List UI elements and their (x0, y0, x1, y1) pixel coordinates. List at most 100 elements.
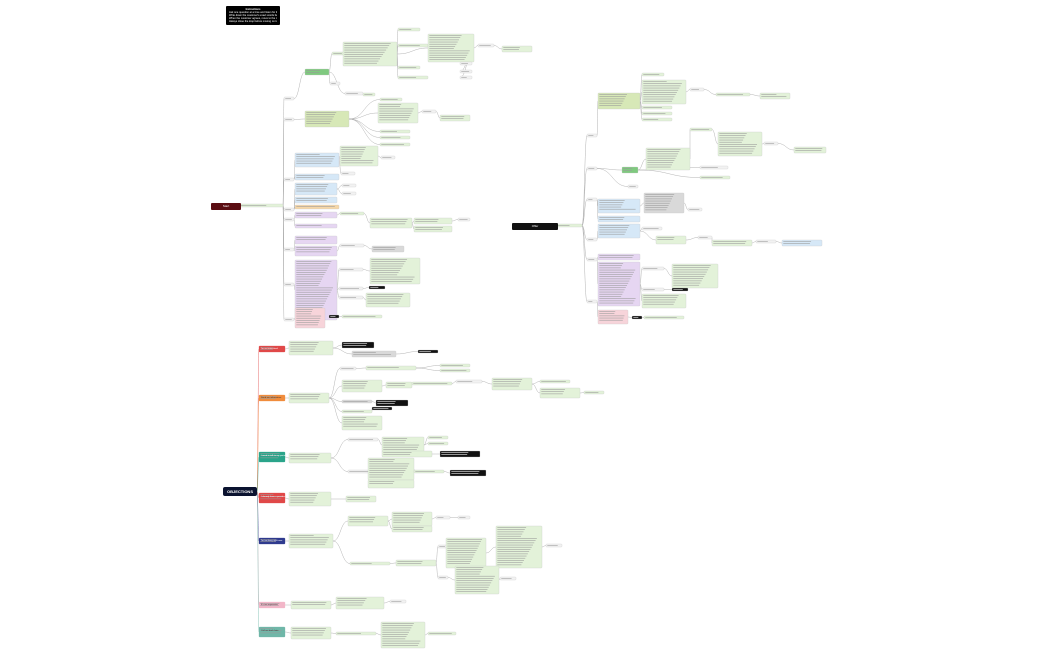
map-node-118[interactable] (288, 340, 334, 356)
map-node-54[interactable] (371, 245, 405, 253)
connector (775, 241, 783, 244)
map-node-145[interactable] (381, 450, 433, 458)
map-node-10[interactable] (304, 68, 330, 76)
map-node-77[interactable] (759, 92, 791, 100)
map-node-155[interactable] (347, 515, 389, 527)
map-node-108[interactable] (597, 309, 629, 325)
node-text-line (623, 170, 632, 171)
node-text-line (599, 274, 633, 275)
node-text-line (260, 539, 277, 540)
connector (435, 546, 439, 564)
node-text-line (290, 344, 318, 345)
map-node-34[interactable] (294, 152, 340, 168)
map-node-120[interactable] (351, 350, 397, 358)
connector (751, 241, 757, 244)
map-node-113[interactable] (258, 451, 286, 463)
map-node-102[interactable] (597, 261, 641, 307)
map-node-38[interactable] (294, 173, 340, 181)
map-node-94[interactable] (597, 223, 641, 239)
map-node-140[interactable] (288, 452, 332, 464)
map-node-47[interactable] (413, 217, 453, 225)
map-node-30[interactable] (439, 114, 471, 122)
node-text-line (447, 539, 483, 540)
map-node-57[interactable] (369, 257, 421, 285)
map-node-43[interactable] (294, 204, 340, 210)
map-node-93[interactable] (597, 215, 641, 223)
right-root-node[interactable]: Offer (512, 223, 558, 231)
node-text-line (290, 346, 317, 348)
map-node-159[interactable] (391, 525, 433, 533)
node-text-line (415, 219, 439, 220)
map-node-117[interactable] (258, 626, 286, 638)
node-text-line (296, 313, 312, 315)
node-text-line (643, 289, 655, 290)
map-node-100[interactable] (781, 239, 823, 247)
map-node-81[interactable] (621, 166, 639, 174)
map-node-42[interactable] (294, 196, 338, 204)
map-node-139[interactable] (341, 415, 383, 431)
node-text-line (296, 302, 325, 304)
node-text-line (599, 257, 633, 258)
map-node-122[interactable] (288, 392, 330, 404)
map-node-50[interactable] (294, 223, 338, 229)
map-node-98[interactable] (711, 239, 753, 247)
connector (293, 118, 306, 120)
node-text-line (415, 221, 438, 222)
objections-root-node[interactable]: OBJECTIONS (223, 487, 257, 496)
node-text-line (344, 43, 391, 44)
node-text-line (290, 348, 315, 350)
map-node-61[interactable] (365, 292, 411, 308)
node-text-line (285, 219, 292, 220)
map-node-119[interactable] (341, 341, 375, 349)
node-text-line (382, 157, 392, 158)
map-node-86[interactable] (793, 146, 827, 154)
map-node-101[interactable] (597, 253, 641, 261)
node-text-line (260, 349, 273, 350)
map-node-128[interactable] (385, 381, 413, 389)
map-node-90[interactable] (597, 198, 641, 214)
map-node-22[interactable] (501, 45, 533, 53)
map-node-114[interactable] (258, 492, 286, 504)
map-node-124[interactable] (365, 365, 417, 371)
node-text-line (383, 444, 420, 446)
node-text-line (413, 383, 448, 384)
map-node-107[interactable] (641, 293, 687, 309)
map-node-154[interactable] (288, 533, 334, 549)
node-text-line (382, 631, 409, 633)
node-text-line (382, 636, 407, 637)
node-text-line (260, 498, 282, 500)
map-node-152[interactable] (288, 491, 332, 507)
node-text-line (719, 152, 753, 154)
map-node-52[interactable] (294, 245, 338, 257)
node-text-line (643, 96, 675, 98)
map-node-46[interactable] (369, 217, 413, 229)
connector (332, 540, 351, 564)
left-root-node[interactable]: Start (211, 203, 241, 211)
connector (336, 185, 343, 190)
node-text-line (285, 179, 290, 180)
node-text-line (599, 280, 630, 282)
node-text-line (381, 131, 397, 132)
map-node-153[interactable] (345, 495, 377, 503)
map-node-136[interactable] (375, 399, 409, 407)
node-text-line (371, 274, 398, 276)
map-node-48[interactable] (413, 225, 453, 233)
node-text-line (290, 350, 314, 352)
connector (336, 188, 343, 194)
node-text-line (343, 417, 367, 418)
node-text-line (643, 301, 675, 303)
map-node-161[interactable] (395, 559, 437, 567)
map-node-44[interactable] (294, 211, 338, 219)
node-text-line (369, 459, 395, 460)
connector (637, 158, 647, 171)
map-node-133[interactable] (539, 387, 581, 399)
connector (639, 268, 643, 285)
map-node-146[interactable] (439, 450, 481, 458)
map-node-150[interactable] (449, 469, 487, 477)
node-text-line (370, 287, 379, 288)
map-node-156[interactable] (391, 511, 433, 527)
map-node-174[interactable] (380, 621, 426, 649)
node-text-line (292, 604, 326, 605)
node-text-line (447, 543, 480, 545)
connector (328, 53, 333, 73)
